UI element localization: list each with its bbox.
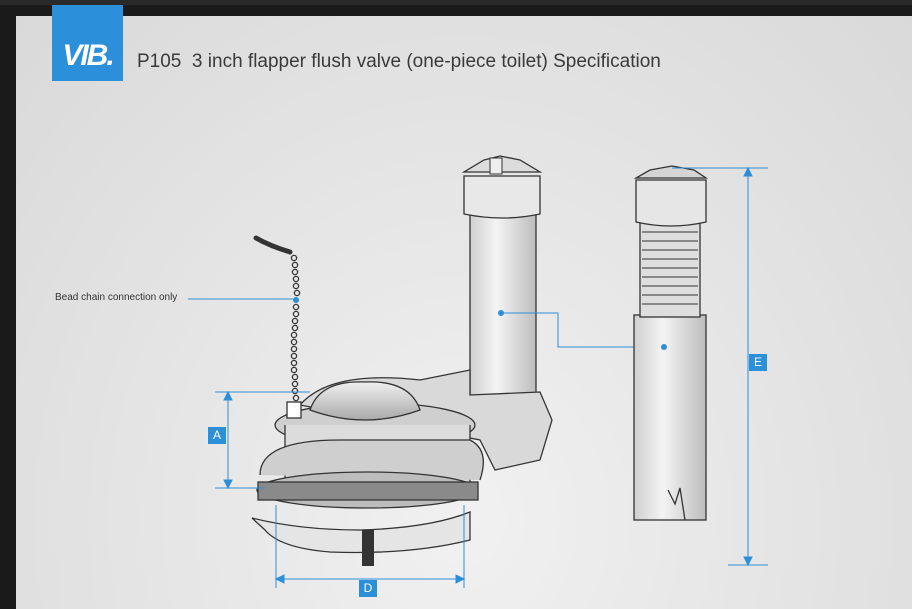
logo-text: VIB.: [62, 39, 114, 72]
overflow-tube: [461, 155, 543, 401]
dimension-e: [672, 166, 768, 567]
dimension-d: [274, 505, 466, 588]
vib-logo: VIB.: [52, 5, 123, 81]
dimension-e-label: E: [749, 354, 767, 371]
dimension-a: [215, 390, 310, 490]
dimension-d-label: D: [359, 580, 377, 597]
bead-chain: [253, 235, 301, 402]
bead-chain-callout: Bead chain connection only: [55, 292, 178, 303]
dimension-a-label: A: [208, 427, 226, 444]
top-border: [0, 0, 912, 5]
page-title: P105 3 inch flapper flush valve (one-pie…: [137, 51, 661, 72]
valve-body: [251, 369, 553, 566]
separate-overflow-tube: [633, 165, 709, 521]
tube-leader: [501, 312, 664, 348]
